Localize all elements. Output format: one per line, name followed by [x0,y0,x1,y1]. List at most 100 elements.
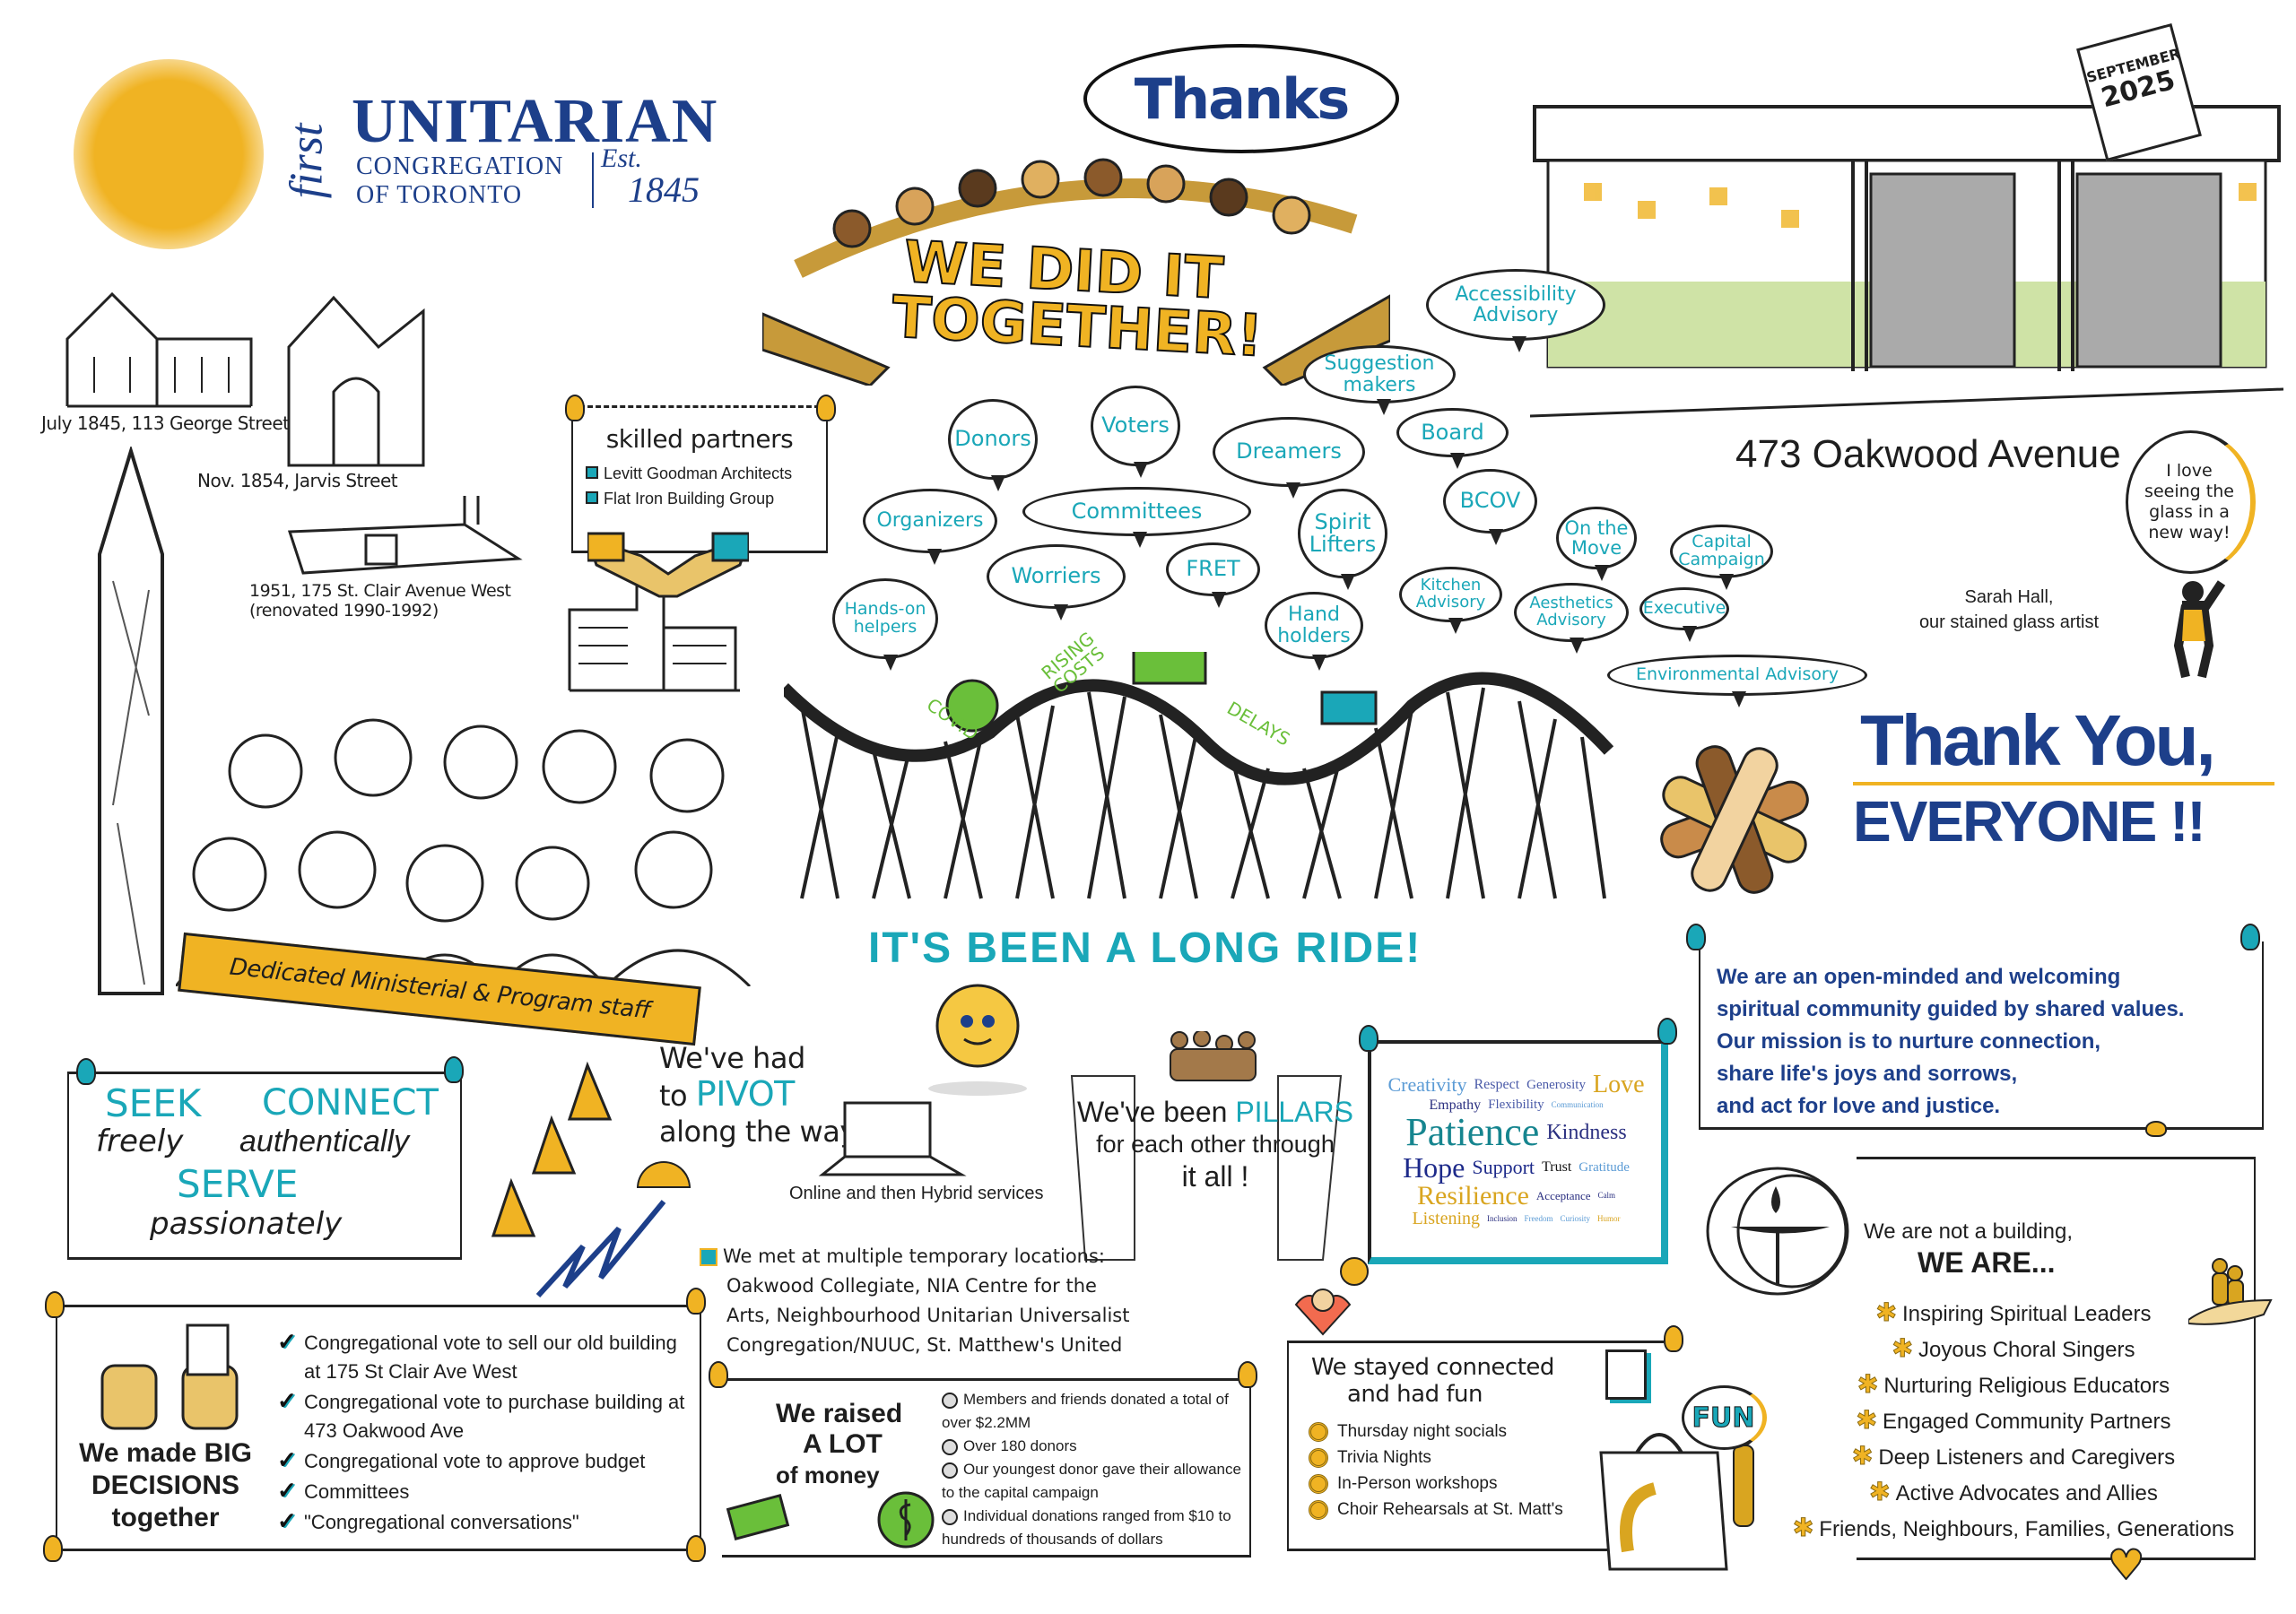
bubble-organizers: Organizers [863,489,997,565]
spiral-icon [1309,1499,1328,1520]
spiral-icon [1309,1421,1328,1442]
star-icon: ✱ [1869,1478,1891,1506]
money-item: Individual donations ranged from $10 to … [942,1505,1251,1551]
money-box: We raised A LOT of money Members and fri… [722,1378,1251,1558]
logo-line2: CONGREGATION [356,152,564,180]
bubble-bcov: BCOV [1443,469,1537,545]
pivot-line1: We've had [659,1041,805,1075]
connected-title2: and had fun [1347,1381,1483,1408]
we-are-list: ✱Inspiring Spiritual Leaders ✱Joyous Cho… [1762,1296,2265,1547]
fun-bubble: FUN [1682,1385,1767,1450]
bubble-committees: Committees [1022,487,1251,548]
teal-square-icon [586,491,598,504]
pivot-word: PIVOT [695,1074,796,1114]
history-label-1951: 1951, 175 St. Clair Avenue West (renovat… [249,581,511,620]
spiral-icon [1309,1447,1328,1468]
pushpin-icon [444,1056,464,1083]
bubble-hands-on-helpers: Hands-on helpers [832,578,938,671]
thank-you-title: Thank You, EVERYONE !! [1853,699,2274,857]
word-empathy: Empathy [1429,1097,1482,1113]
values-box: SEEK freely CONNECT authentically SERVE … [67,1072,462,1260]
we-are-title: WE ARE... [1918,1246,2056,1279]
connected-text: Thursday night socials [1337,1422,1508,1441]
bubble-spirit-lifters: Spirit Lifters [1298,489,1387,590]
pushpin-icon [45,1291,65,1318]
pushpin-icon [1657,1018,1677,1045]
history-label-1854: Nov. 1854, Jarvis Street [197,470,398,491]
mission-box: We are an open-minded and welcoming spir… [1699,941,2264,1130]
locations-line: We met at multiple temporary locations: [700,1242,1129,1271]
pivot-text: We've had to PIVOT along the way [659,1040,857,1150]
logo-line3: OF TORONTO [356,181,523,209]
church-1854-illustration [287,295,425,467]
presenter-icon [1605,1349,1647,1400]
mission-line: share life's joys and sorrows, [1717,1062,2018,1086]
thank-you-line2: EVERYONE !! [1853,782,2274,857]
virus-icon [945,679,999,733]
word-trust: Trust [1542,1159,1572,1176]
bubble-suggestion-makers: Suggestion makers [1303,345,1456,415]
we-did-it-title: WE DID IT TOGETHER! [890,229,1267,371]
we-are-text: Friends, Neighbours, Families, Generatio… [1819,1517,2235,1541]
connected-text: Trivia Nights [1337,1448,1431,1467]
money-title3: of money [776,1462,880,1488]
word-communication: Communication [1551,1100,1604,1110]
we-are-text: Nurturing Religious Educators [1883,1374,2170,1398]
pushpin-icon [686,1288,706,1315]
bubble-voters: Voters [1091,386,1180,478]
word-patience: Patience [1405,1110,1540,1155]
mission-line: We are an open-minded and welcoming [1717,965,2121,989]
star-icon: ✱ [1792,1514,1814,1542]
locations-heading: We met at multiple temporary locations: [723,1245,1105,1267]
we-are-item: ✱Friends, Neighbours, Families, Generati… [1762,1511,2265,1547]
history-label-1845: July 1845, 113 George Street [41,412,290,434]
spiral-icon [1309,1473,1328,1494]
word-inclusion: Inclusion [1487,1213,1518,1223]
value-serve: SERVE [177,1162,299,1206]
roller-coaster-illustration [784,652,1613,899]
building-modern-illustration [568,581,740,692]
pushpin-icon [1359,1025,1378,1052]
mission-line: and act for love and justice. [1717,1094,2001,1118]
connected-item: In-Person workshops [1309,1471,1664,1497]
thank-you-line1: Thank You, [1860,700,2216,780]
we-did-it-line2: TOGETHER! [890,283,1265,371]
pillars-line1-text: We've been [1077,1096,1228,1128]
skilled-partners-box: skilled partners Levitt Goodman Architec… [571,405,828,553]
we-are-item: ✱Active Advocates and Allies [1762,1475,2265,1511]
decision-item: ✓Congregational vote to purchase buildin… [277,1386,694,1445]
bubble-environmental-advisory: Environmental Advisory [1607,655,1867,707]
star-icon: ✱ [1856,1406,1877,1435]
decision-item: ✓"Congregational conversations" [277,1506,694,1537]
sun-logo-icon [74,59,264,249]
decision-item: ✓Congregational vote to sell our old bui… [277,1327,694,1386]
pushpin-icon [2145,1121,2167,1137]
decision-item: ✓Congregational vote to approve budget [277,1445,694,1476]
partner-name: Flat Iron Building Group [604,490,775,508]
hand-holding-people-icon [2188,1258,2273,1325]
fun-text: FUN [1692,1401,1755,1434]
traffic-cones-icon [491,1061,613,1237]
word-calm: Calm [1597,1191,1616,1201]
word-kindness: Kindness [1546,1121,1627,1145]
pushpin-icon [1686,924,1706,950]
artist-credit: Sarah Hall, our stained glass artist [1892,585,2126,635]
zigzag-arrow-icon [535,1200,666,1298]
money-title1: We raised [776,1399,903,1428]
connected-text: In-Person workshops [1337,1474,1498,1493]
logo-congregation: CONGREGATION OF TORONTO [356,152,563,210]
bubble-capital-campaign: Capital Campaign [1670,525,1773,590]
bubble-aesthetics-advisory: Aesthetics Advisory [1514,583,1629,654]
we-are-intro: We are not a building, WE ARE... [1864,1219,2073,1280]
coin-icon [942,1508,958,1525]
connected-box: We stayed connected and had fun Thursday… [1287,1341,1664,1551]
temporary-locations: We met at multiple temporary locations: … [700,1242,1129,1360]
money-item: Members and friends donated a total of o… [942,1388,1251,1435]
bubble-worriers: Worriers [987,544,1126,620]
oakwood-building-illustration [1530,105,2284,418]
value-connect: CONNECT [262,1082,439,1124]
money-bag-icon [726,1491,935,1549]
handshake-icon [587,532,749,598]
word-cloud: Creativity Respect Generosity Love Empat… [1380,1051,1652,1250]
house-icon [700,1248,718,1266]
